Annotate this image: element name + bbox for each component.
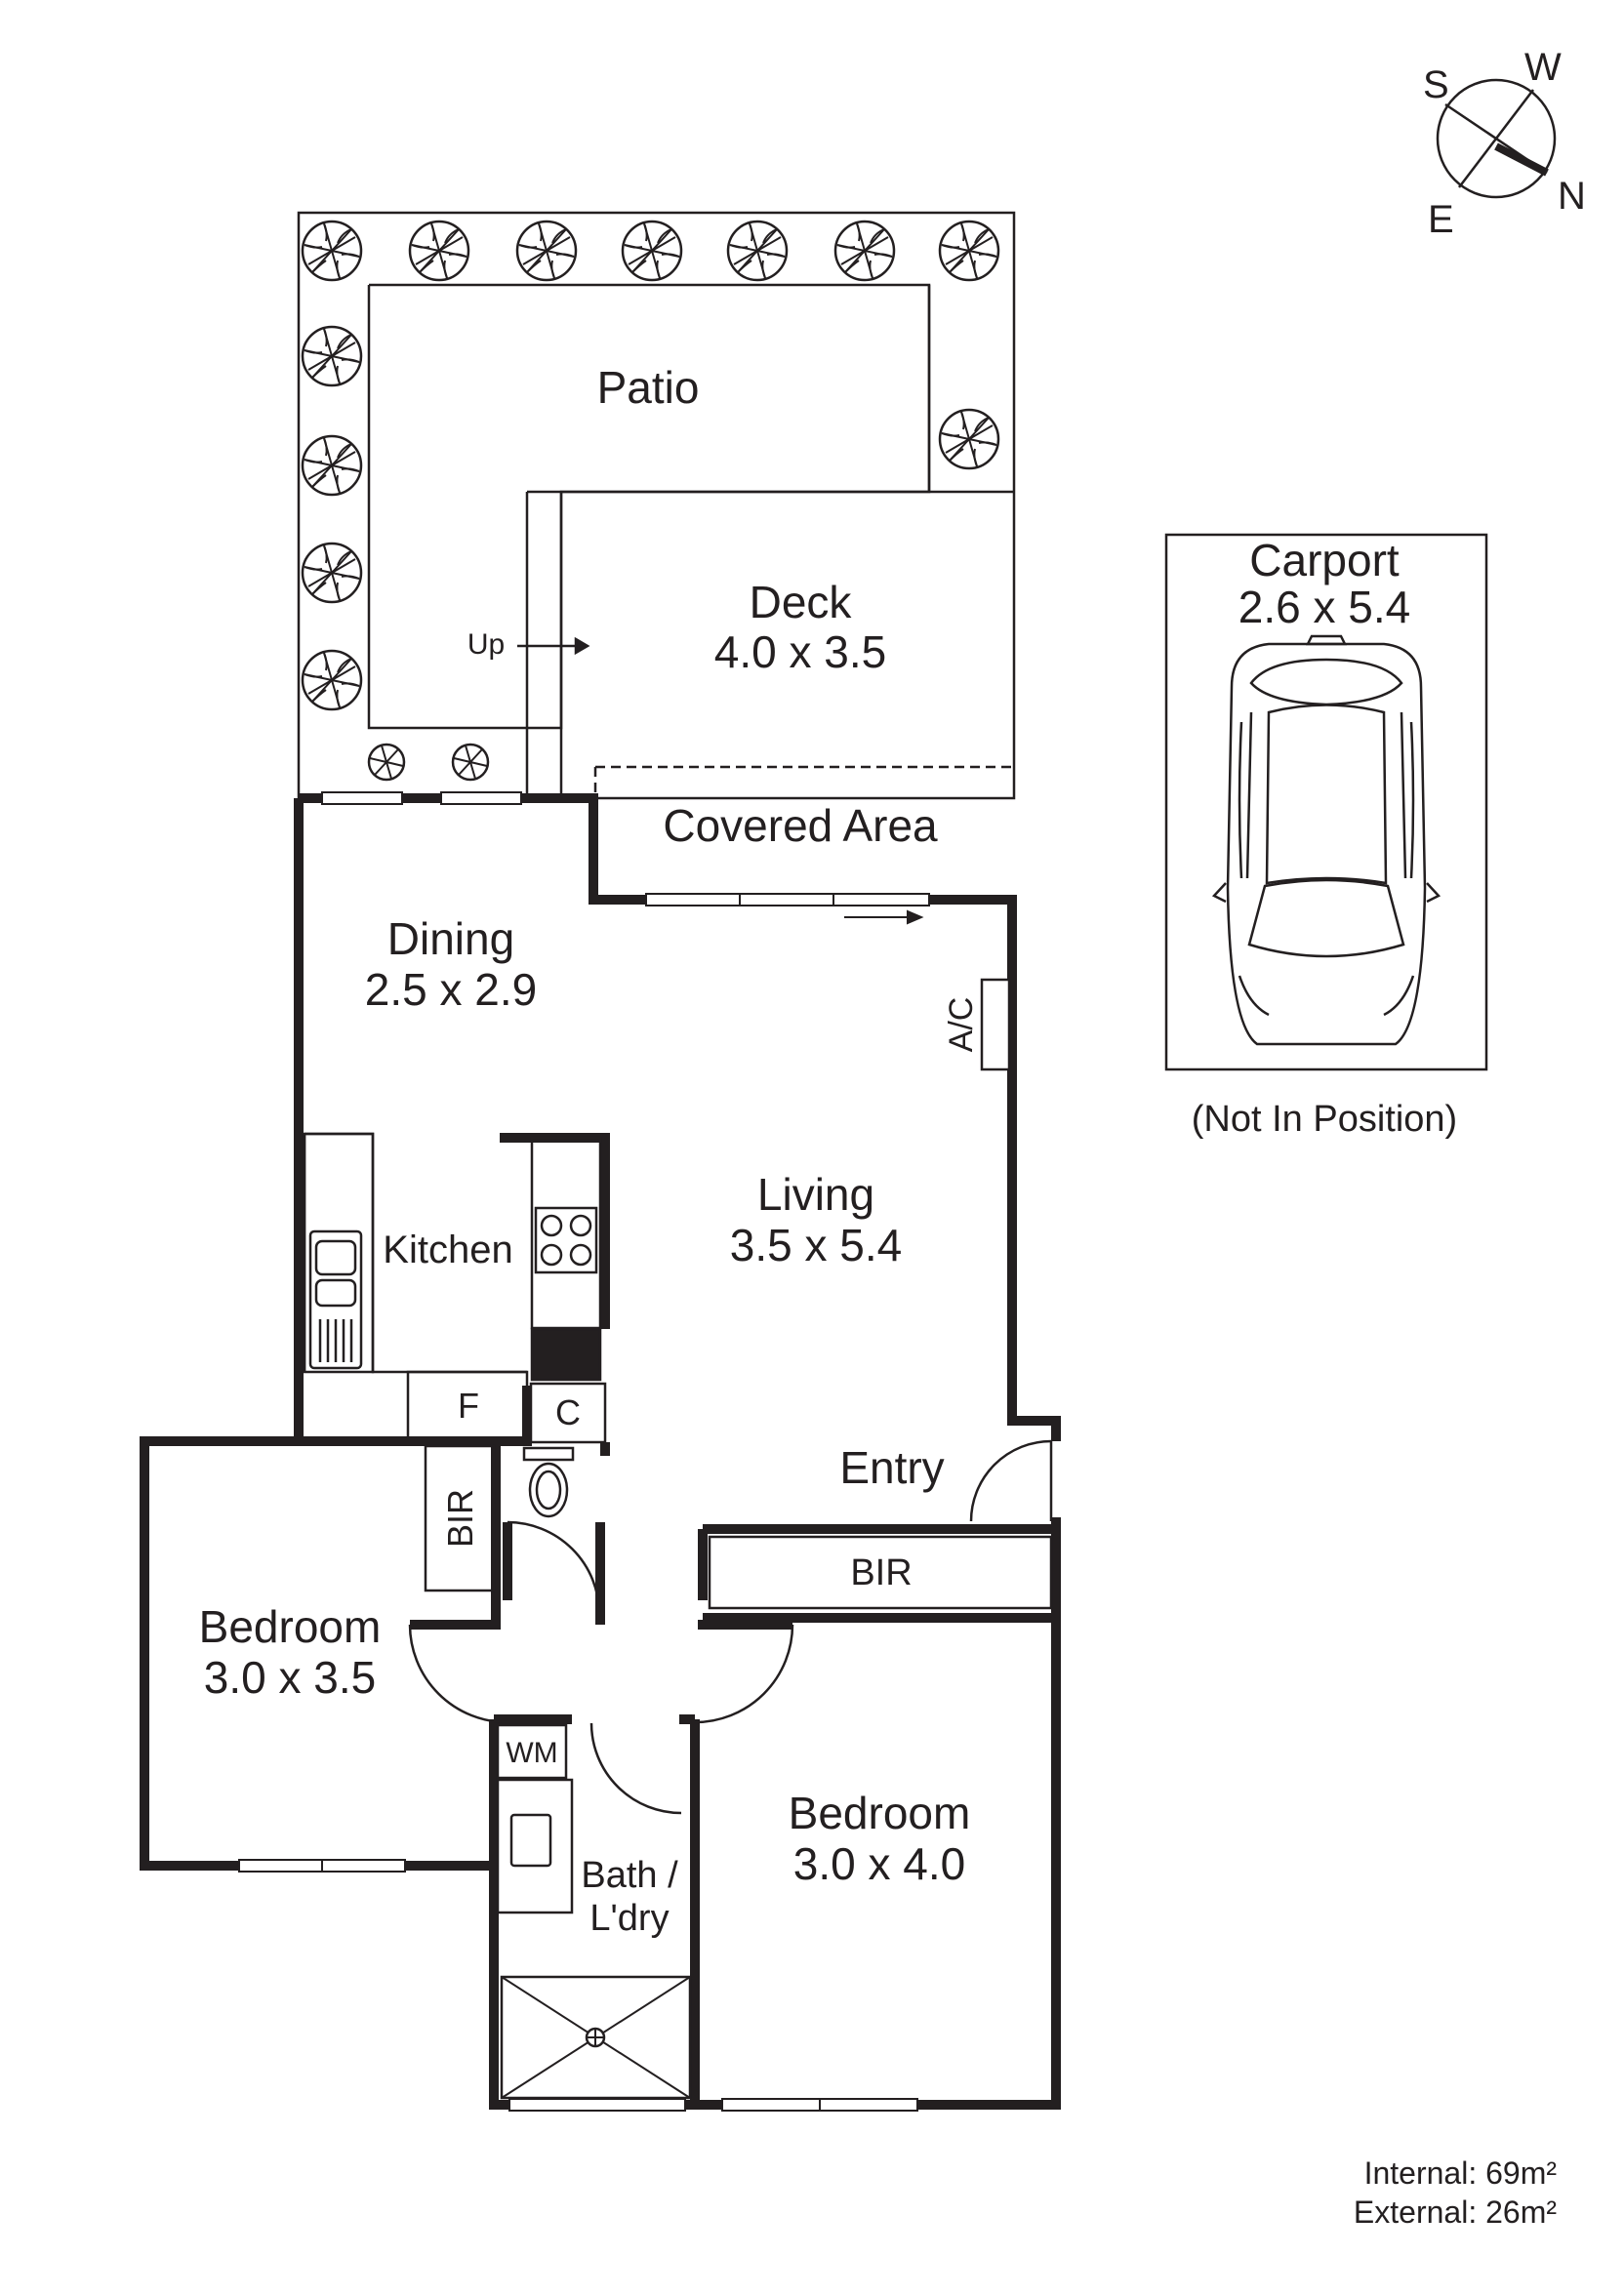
garden-trees [301, 220, 1000, 782]
bedroom2-label: Bedroom [789, 1788, 971, 1838]
bir-left [424, 1444, 496, 1592]
window [508, 2098, 686, 2112]
compass-east-label: E [1428, 198, 1454, 241]
basin [509, 1813, 552, 1868]
compass-north-label: N [1558, 175, 1586, 218]
cooktop [534, 1206, 598, 1274]
bath-label-line1: Bath / [581, 1855, 678, 1896]
tree-icon [938, 408, 1000, 470]
tree-icon [833, 220, 896, 282]
window [321, 791, 403, 805]
bir-left-label: BIR [440, 1489, 480, 1548]
tree-icon [367, 743, 406, 782]
bir-right [708, 1535, 1053, 1610]
compass-south-label: S [1423, 63, 1449, 106]
compass: S W E N [1423, 46, 1586, 241]
deck-dims: 4.0 x 3.5 [714, 626, 886, 677]
toilet-icon [528, 1462, 569, 1518]
kitchen-sink [308, 1229, 363, 1370]
carport-label: Carport [1249, 535, 1400, 585]
toilet-cistern [522, 1446, 575, 1462]
internal-area: Internal: 69m² [1364, 2155, 1558, 2191]
living-dims: 3.5 x 5.4 [730, 1220, 902, 1270]
wc-door [507, 1520, 601, 1615]
bath-door [589, 1722, 682, 1815]
car-icon [1211, 634, 1441, 1046]
compass-north-needle [1494, 142, 1549, 177]
bir-right-label: BIR [850, 1552, 912, 1593]
washing-machine [496, 1723, 568, 1780]
room-labels: Patio Deck 4.0 x 3.5 Up Covered Area Din… [199, 362, 980, 1939]
tree-icon [301, 542, 363, 604]
up-label: Up [467, 628, 505, 661]
tree-icon [301, 649, 363, 711]
tree-icon [301, 434, 363, 497]
patio-label: Patio [597, 362, 700, 413]
tree-icon [451, 743, 490, 782]
tree-icon [726, 220, 789, 282]
fixtures [308, 1206, 598, 1518]
tree-icon [938, 220, 1000, 282]
living-label: Living [757, 1169, 874, 1220]
tree-icon [408, 220, 470, 282]
dining-dims: 2.5 x 2.9 [365, 964, 537, 1015]
vanity [496, 1778, 574, 1914]
external-area: External: 26m² [1354, 2195, 1557, 2230]
interior-walls [299, 1132, 1056, 2105]
window [440, 791, 522, 805]
compass-circle [1436, 78, 1557, 199]
tree-icon [301, 325, 363, 387]
kitchen-label: Kitchen [383, 1229, 512, 1271]
tree-icon [515, 220, 578, 282]
deck-label: Deck [750, 577, 853, 627]
bath-label-line2: L'dry [589, 1898, 669, 1939]
windows [238, 791, 930, 2112]
carport: Carport 2.6 x 5.4 (Not In Position) [1164, 533, 1488, 1140]
carport-note: (Not In Position) [1192, 1099, 1457, 1140]
carport-outline [1164, 533, 1488, 1071]
ac-label: A/C [943, 997, 980, 1053]
covered-area-label: Covered Area [663, 800, 938, 851]
bedroom2-door [694, 1624, 794, 1724]
door-swings [408, 1439, 1053, 1815]
entry-door [969, 1439, 1052, 1522]
garden-boundary [297, 211, 1016, 800]
bedroom2-dims: 3.0 x 4.0 [793, 1838, 965, 1889]
sliding-door [645, 893, 930, 906]
oven [530, 1327, 602, 1382]
tree-icon [301, 220, 363, 282]
entry-label: Entry [839, 1442, 944, 1493]
tree-icon [621, 220, 683, 282]
ac-unit [980, 978, 1011, 1071]
bedroom1-dims: 3.0 x 3.5 [204, 1652, 376, 1703]
carport-dims: 2.6 x 5.4 [1238, 582, 1410, 632]
shower [500, 1975, 692, 2100]
outdoor-area [297, 211, 1016, 800]
wm-label: WM [506, 1737, 557, 1769]
dining-label: Dining [387, 913, 514, 964]
cupboard-label: C [555, 1392, 581, 1432]
fridge-label: F [458, 1386, 479, 1426]
compass-west-label: W [1524, 46, 1562, 89]
bedroom1-door [408, 1624, 508, 1724]
bedroom1-label: Bedroom [199, 1601, 382, 1652]
